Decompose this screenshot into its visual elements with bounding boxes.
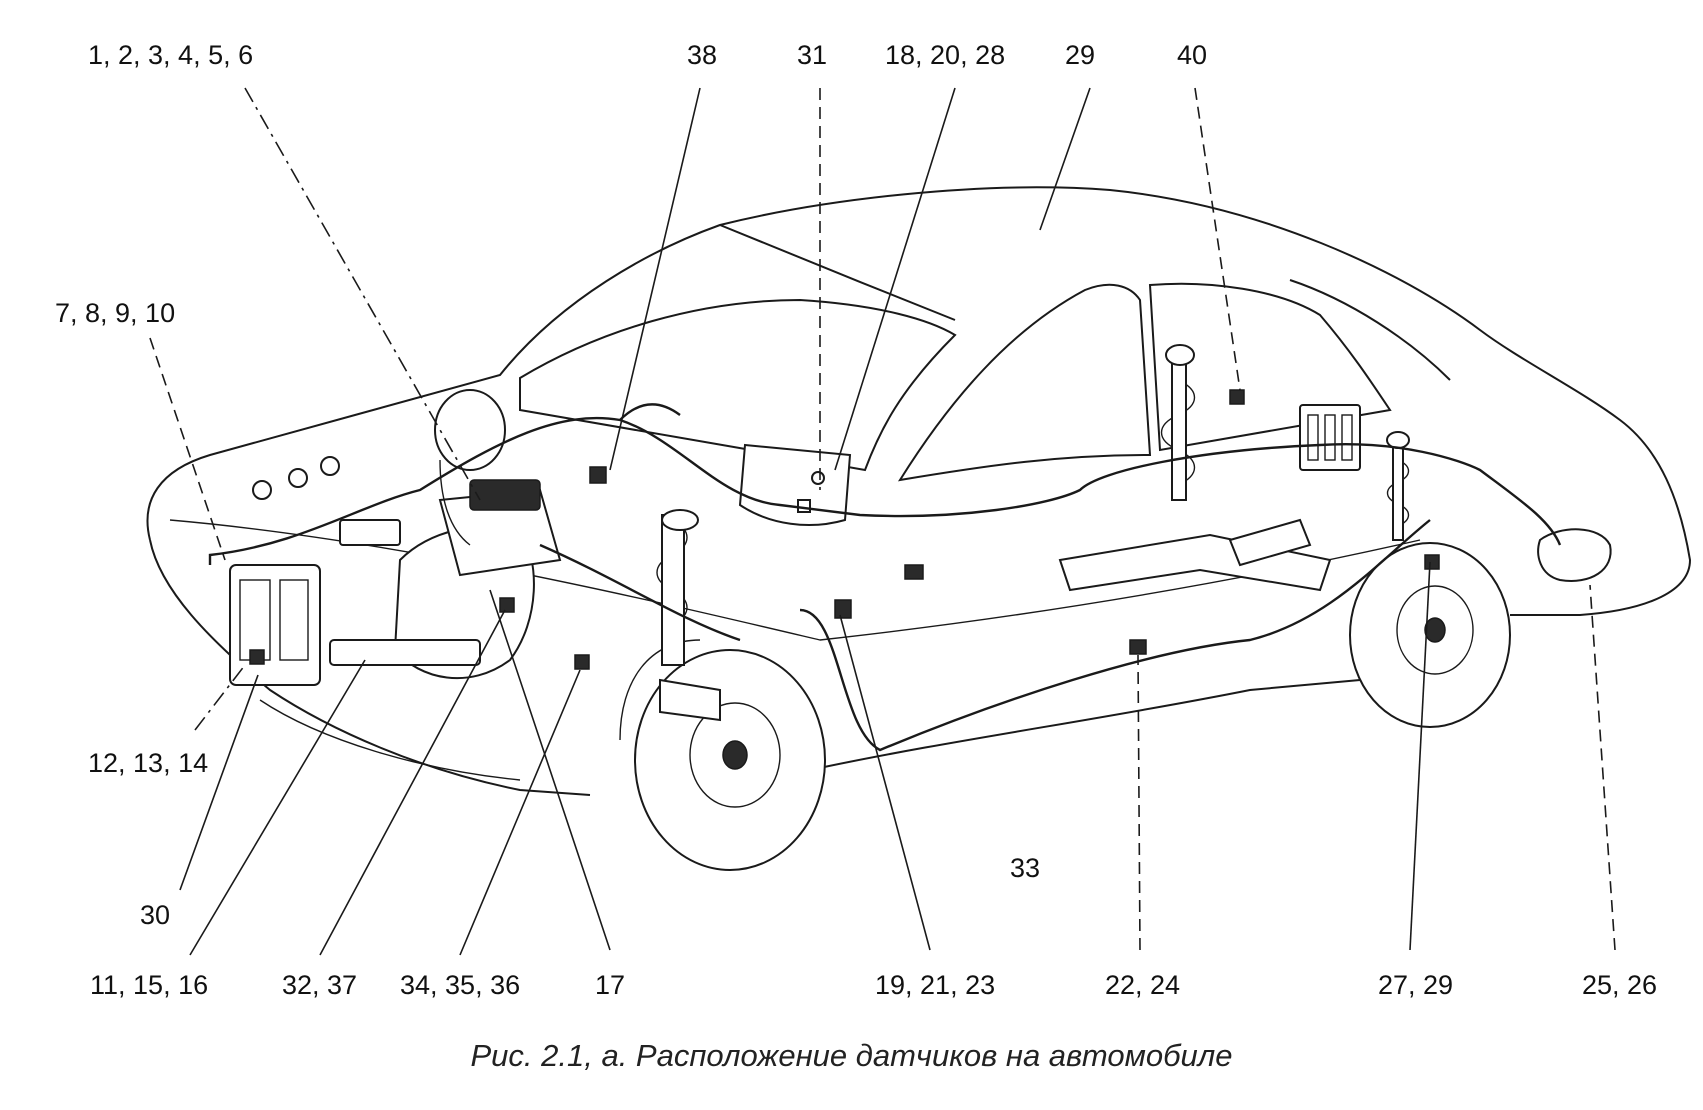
front-strut	[656, 509, 721, 722]
callout-38: 38	[687, 40, 718, 70]
leader-lines	[149, 87, 1616, 956]
callout-11-15-16: 11, 15, 16	[90, 970, 209, 1000]
callout-31: 31	[797, 40, 828, 70]
callout-33: 33	[1010, 853, 1041, 883]
callout-40: 40	[1177, 40, 1208, 70]
callout-30: 30	[140, 900, 171, 930]
callout-25-26: 25, 26	[1582, 970, 1658, 1000]
callout-12-14: 12, 13, 14	[88, 748, 209, 778]
rear-strut	[1160, 344, 1410, 541]
callout-29-top: 29	[1065, 40, 1096, 70]
car-body-outline	[146, 186, 1692, 796]
front-wheel	[619, 639, 826, 871]
rear-wheel	[1349, 542, 1511, 728]
callout-34-36: 34, 35, 36	[400, 970, 521, 1000]
callout-1-6: 1, 2, 3, 4, 5, 6	[88, 40, 254, 70]
figure-caption: Рис. 2.1, а. Расположение датчиков на ав…	[470, 1038, 1233, 1073]
callout-27-29: 27, 29	[1378, 970, 1454, 1000]
engine-bay	[229, 389, 562, 781]
sensor-markers	[249, 389, 1440, 670]
callout-22-24: 22, 24	[1105, 970, 1181, 1000]
callout-7-10: 7, 8, 9, 10	[55, 298, 176, 328]
callout-18-20-28: 18, 20, 28	[885, 40, 1006, 70]
callout-32-37: 32, 37	[282, 970, 358, 1000]
callout-19-21-23: 19, 21, 23	[875, 970, 996, 1000]
brake-pipes	[208, 403, 1562, 752]
callout-17: 17	[595, 970, 626, 1000]
rear-subframe	[1058, 404, 1612, 592]
fuel-tank	[738, 443, 852, 526]
